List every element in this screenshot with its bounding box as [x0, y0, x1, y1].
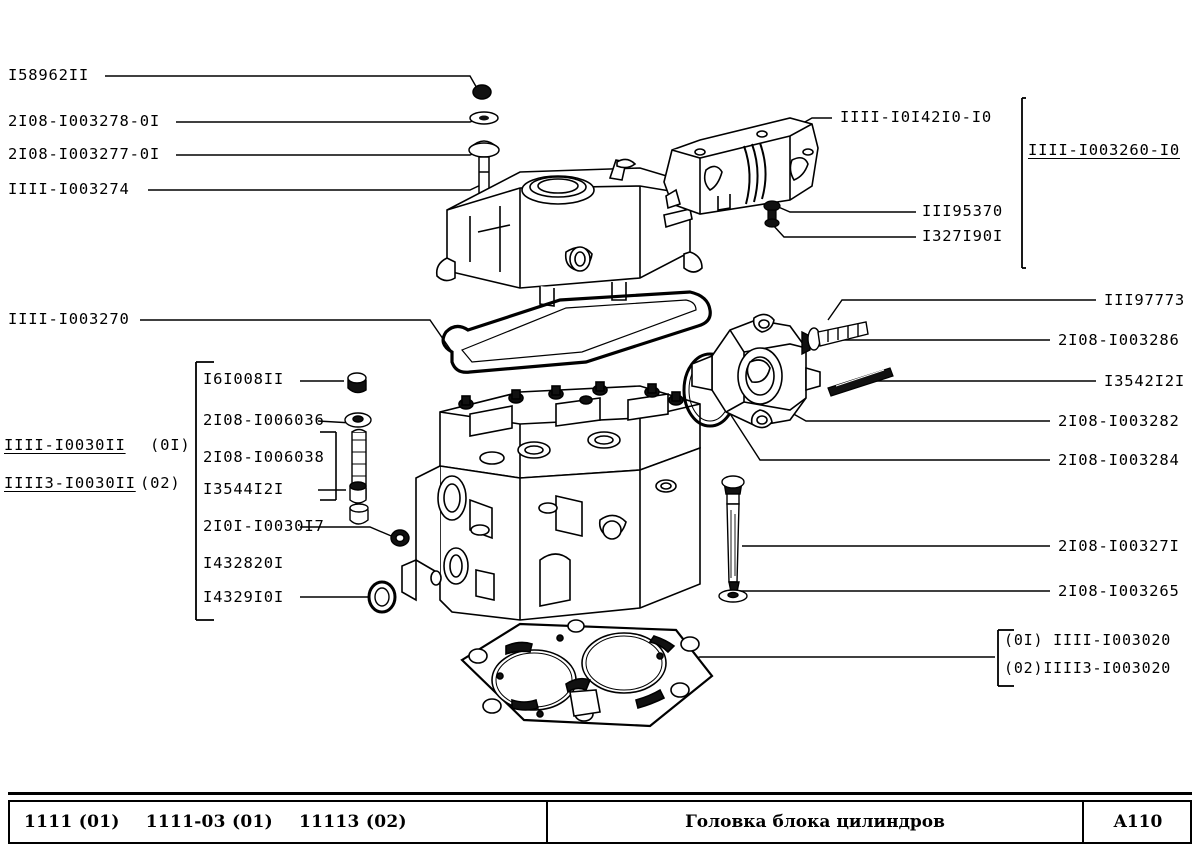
label-2I08-I003277-0I: 2I08-I003277-0I [8, 145, 160, 163]
shield-group-box [1021, 97, 1026, 269]
valve-cover-gasket-inner [461, 299, 697, 363]
title-block-models: 1111 (01) 1111-03 (01) 11113 (02) [10, 802, 546, 842]
label-2I08-I00327I: 2I08-I00327I [1058, 537, 1180, 555]
thermostat-stud [827, 367, 894, 397]
footer-top-rule [8, 792, 1192, 795]
label-2I08-I006038: 2I08-I006038 [203, 448, 325, 466]
head-gasket-detail [468, 619, 700, 722]
label-2I08-I003265: 2I08-I003265 [1058, 582, 1180, 600]
label-2I0I-I0030I7: 2I0I-I0030I7 [203, 517, 325, 535]
title-block: 1111 (01) 1111-03 (01) 11113 (02) Головк… [8, 800, 1192, 844]
cylinder-head-bolt [721, 475, 745, 593]
label-I432820I: I432820I [203, 554, 285, 572]
label-I3542I2I: I3542I2I [1104, 372, 1186, 390]
assembly-variant-01-suffix: (0I) [150, 436, 191, 454]
label-gasket-variant-01: (0I) IIII-I003020 [1004, 631, 1172, 649]
inner-bracket [320, 431, 337, 501]
valve-cover [435, 158, 703, 307]
label-I3544I2I: I3544I2I [203, 480, 285, 498]
valve-cover-gasket [441, 290, 712, 374]
label-IIII-I003270: IIII-I003270 [8, 310, 130, 328]
assembly-variant-02-code: IIII3-I0030II [4, 474, 136, 492]
label-2I08-I003284: 2I08-I003284 [1058, 451, 1180, 469]
assembly-bracket [195, 361, 214, 621]
head-bolt-washer [718, 589, 748, 603]
heat-shield [663, 117, 819, 215]
label-2I08-I003282: 2I08-I003282 [1058, 412, 1180, 430]
label-IIII-I003260-I0: IIII-I003260-I0 [1028, 141, 1180, 159]
label-2I08-I006036: 2I08-I006036 [203, 411, 325, 429]
label-III95370: III95370 [922, 202, 1004, 220]
model-11113-02: 11113 (02) [298, 812, 407, 832]
valve-seal-parts [344, 372, 410, 614]
cylinder-head [401, 381, 701, 621]
title-block-divider-2 [1082, 802, 1084, 842]
title-block-divider-1 [546, 802, 548, 842]
assembly-variant-01-code: IIII-I0030II [4, 436, 126, 454]
gasket-bracket [997, 629, 1014, 687]
heat-shield-fastener [763, 200, 781, 228]
model-1111-01: 1111 (01) [24, 812, 120, 832]
label-2I08-I003278-0I: 2I08-I003278-0I [8, 112, 160, 130]
label-2I08-I003286: 2I08-I003286 [1058, 331, 1180, 349]
label-I58962II: I58962II [8, 66, 90, 84]
label-I6I008II: I6I008II [203, 370, 285, 388]
thermostat-housing [691, 313, 821, 429]
model-1111-03-01: 1111-03 (01) [145, 812, 273, 832]
label-IIII-I0I42I0-I0: IIII-I0I42I0-I0 [840, 108, 992, 126]
label-IIII-I003274: IIII-I003274 [8, 180, 130, 198]
label-gasket-variant-02: (02)IIII3-I003020 [1004, 659, 1172, 677]
label-I327I90I: I327I90I [922, 227, 1004, 245]
title-block-code: A110 [1113, 812, 1163, 832]
label-III97773: III97773 [1104, 291, 1186, 309]
thermostat-bolt [801, 321, 869, 356]
assembly-variant-02-suffix: (02) [140, 474, 181, 492]
label-I4329I0I: I4329I0I [203, 588, 285, 606]
title-block-caption: Головка блока цилиндров [685, 812, 945, 832]
